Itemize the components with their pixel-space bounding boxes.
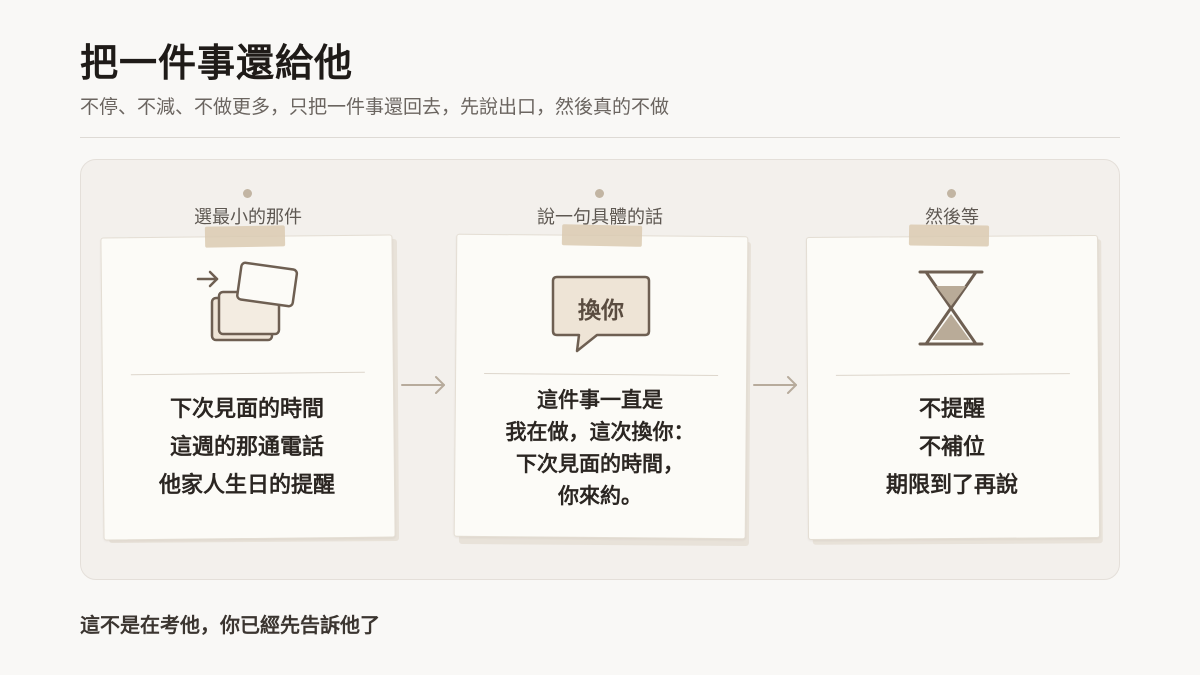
- stacked-cards-arrow-icon: [192, 255, 304, 351]
- step-3-tape: [908, 224, 990, 247]
- page-subtitle: 不停、不減、不做更多，只把一件事還回去，先說出口，然後真的不做: [80, 96, 670, 118]
- speech-bubble-text: 換你: [578, 297, 624, 324]
- step-1-line: 下次見面的時間: [169, 396, 324, 422]
- step-1-line: 他家人生日的提醒: [158, 472, 335, 498]
- step-2-tape: [561, 224, 643, 247]
- step-1-pin: [243, 189, 252, 198]
- step-3-line: 不提醒: [918, 396, 985, 422]
- step-1-text: 下次見面的時間 這週的那通電話 他家人生日的提醒: [102, 390, 392, 504]
- step-2-line: 下次見面的時間，: [516, 451, 684, 476]
- card-rule: [130, 371, 365, 376]
- card-rule: [484, 372, 719, 377]
- step-3-text: 不提醒 不補位 期限到了再說: [807, 390, 1097, 504]
- step-1-label: 選最小的那件: [194, 207, 302, 228]
- step-2-line: 你來約。: [558, 483, 642, 508]
- card-rule: [835, 373, 1070, 376]
- page-title: 把一件事還給他: [80, 40, 354, 85]
- footer-note: 這不是在考他，你已經先告訴他了: [80, 613, 380, 637]
- step-2-label: 說一句具體的話: [537, 207, 663, 228]
- step-1-line: 這週的那通電話: [169, 434, 324, 460]
- step-2-line: 這件事一直是: [537, 387, 663, 412]
- header-divider: [80, 137, 1120, 138]
- step-2-text: 這件事一直是 我在做，這次換你： 下次見面的時間， 你來約。: [455, 384, 745, 512]
- speech-bubble-icon: [549, 273, 653, 357]
- step-3-pin: [947, 189, 956, 198]
- step-2-pin: [595, 189, 604, 198]
- step-3-line: 不補位: [918, 434, 985, 460]
- step-3-label: 然後等: [925, 207, 979, 228]
- step-1-tape: [204, 225, 286, 248]
- step-3-line: 期限到了再說: [885, 472, 1018, 498]
- step-2-line: 我在做，這次換你：: [505, 419, 695, 444]
- hourglass-icon: [916, 268, 986, 348]
- arrow-right-icon: [753, 376, 797, 394]
- arrow-right-icon: [401, 376, 445, 394]
